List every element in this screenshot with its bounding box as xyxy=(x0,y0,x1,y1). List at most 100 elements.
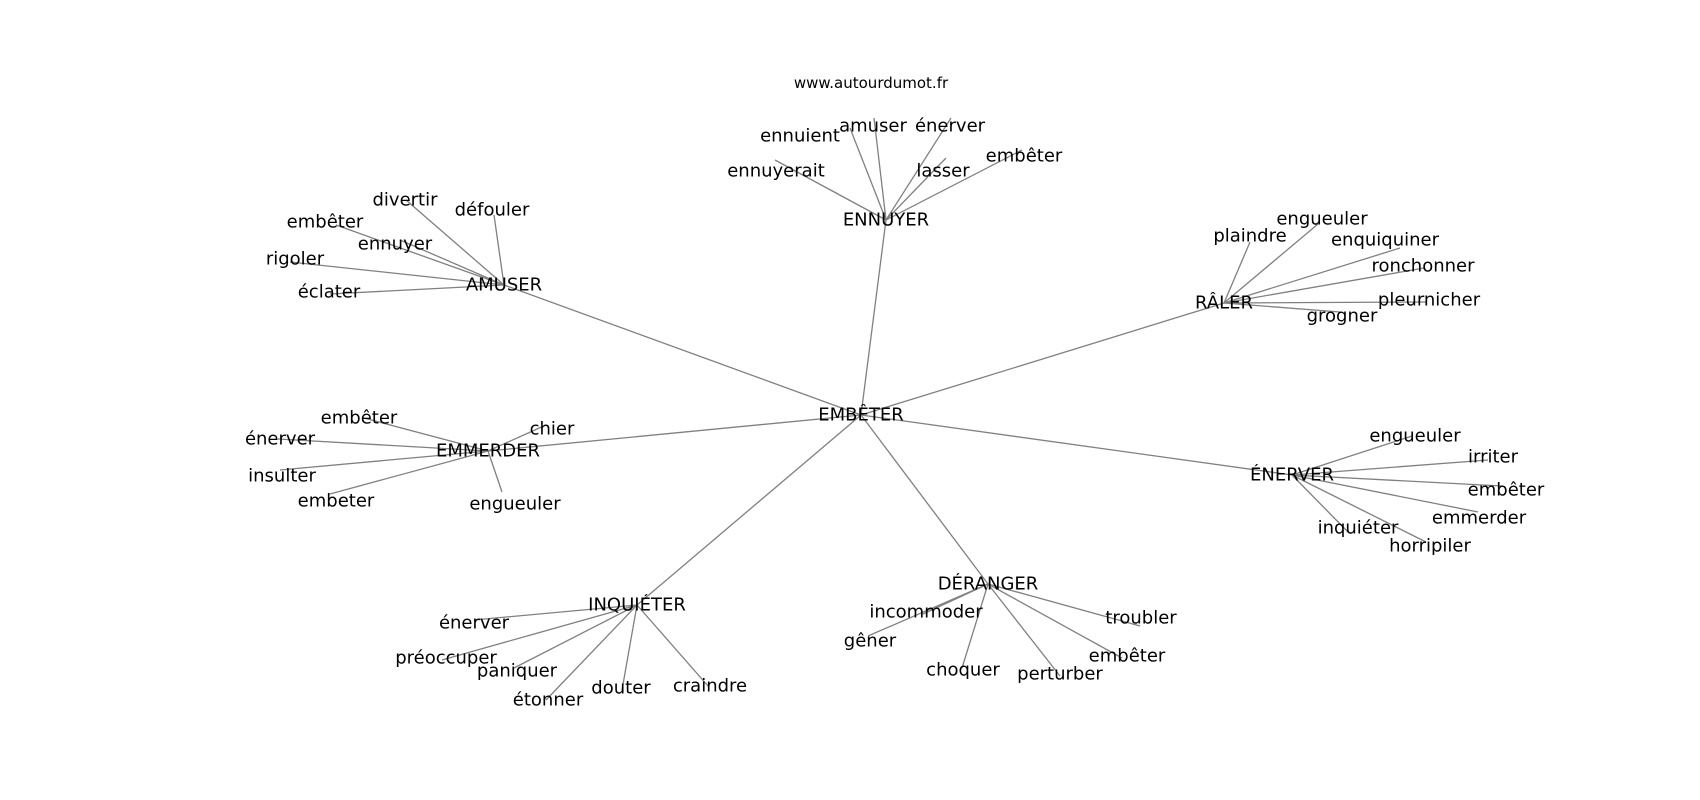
edge-amuser-1 xyxy=(493,214,505,286)
leaf-node-inquieter-3[interactable]: étonner xyxy=(513,690,584,711)
edge-ennuyer-3 xyxy=(774,159,887,221)
center-node[interactable]: EMBÊTER xyxy=(818,404,904,426)
edge-enerver-1 xyxy=(1291,459,1489,476)
edge-center-emmerder xyxy=(487,414,862,452)
edge-deranger-3 xyxy=(987,583,1123,659)
edge-ennuyer-1 xyxy=(873,117,887,221)
hub-node-enerver[interactable]: ÉNERVER xyxy=(1250,464,1334,486)
leaf-node-inquieter-0[interactable]: énerver xyxy=(439,613,510,634)
edge-emmerder-2 xyxy=(277,438,489,452)
leaf-node-ennuyer-0[interactable]: ennuient xyxy=(760,126,840,147)
edge-center-raler xyxy=(860,302,1225,416)
edge-ennuyer-5 xyxy=(885,149,1023,221)
edge-ennuyer-4 xyxy=(885,157,947,221)
hub-node-ennuyer[interactable]: ENNUYER xyxy=(843,210,929,231)
edge-raler-0 xyxy=(1223,223,1319,304)
leaf-node-raler-0[interactable]: engueuler xyxy=(1276,209,1368,230)
edge-center-deranger xyxy=(860,414,989,585)
edge-emmerder-4 xyxy=(329,450,489,495)
leaf-node-raler-2[interactable]: enquiquiner xyxy=(1331,230,1440,251)
leaf-node-raler-1[interactable]: plaindre xyxy=(1213,226,1286,247)
leaf-node-emmerder-4[interactable]: embeter xyxy=(298,491,375,512)
edge-center-inquieter xyxy=(636,414,862,606)
leaf-node-deranger-1[interactable]: gêner xyxy=(844,631,897,652)
edge-deranger-4 xyxy=(961,583,989,669)
edge-enerver-4 xyxy=(1291,474,1349,533)
edge-ennuyer-2 xyxy=(885,117,952,221)
leaf-node-enerver-4[interactable]: inquiéter xyxy=(1318,518,1399,539)
leaf-node-amuser-1[interactable]: défouler xyxy=(455,200,530,221)
edge-inquieter-1 xyxy=(441,604,638,661)
leaf-node-emmerder-1[interactable]: chier xyxy=(530,419,575,440)
edge-deranger-2 xyxy=(987,583,1141,627)
edge-amuser-4 xyxy=(289,261,505,286)
leaf-node-ennuyer-3[interactable]: ennuyerait xyxy=(727,161,825,182)
leaf-node-inquieter-1[interactable]: préoccuper xyxy=(395,648,497,669)
leaf-node-enerver-5[interactable]: horripiler xyxy=(1389,536,1471,557)
edge-raler-2 xyxy=(1223,247,1401,304)
hub-node-raler[interactable]: RÂLER xyxy=(1195,292,1253,314)
edge-inquieter-0 xyxy=(473,604,638,621)
edge-emmerder-0 xyxy=(363,417,489,452)
leaf-node-deranger-4[interactable]: choquer xyxy=(926,660,1000,681)
leaf-node-amuser-3[interactable]: ennuyer xyxy=(358,234,433,255)
leaf-node-raler-3[interactable]: ronchonner xyxy=(1371,256,1475,277)
edge-emmerder-1 xyxy=(487,424,547,452)
leaf-node-amuser-2[interactable]: embêter xyxy=(287,212,364,233)
edge-raler-3 xyxy=(1223,267,1425,304)
edge-ennuyer-0 xyxy=(849,127,887,221)
edge-amuser-3 xyxy=(399,239,505,286)
leaf-node-deranger-2[interactable]: troubler xyxy=(1105,608,1177,629)
leaf-node-inquieter-4[interactable]: douter xyxy=(591,678,651,699)
leaf-node-deranger-5[interactable]: perturber xyxy=(1017,664,1103,685)
edge-inquieter-2 xyxy=(513,604,638,669)
edge-deranger-5 xyxy=(987,583,1061,677)
leaf-node-amuser-0[interactable]: divertir xyxy=(372,190,438,211)
leaf-node-emmerder-3[interactable]: insulter xyxy=(248,466,316,487)
leaf-node-raler-5[interactable]: grogner xyxy=(1307,306,1378,327)
leaf-node-ennuyer-5[interactable]: embêter xyxy=(986,146,1063,167)
edge-enerver-0 xyxy=(1291,435,1413,476)
leaf-node-enerver-2[interactable]: embêter xyxy=(1468,480,1545,501)
leaf-node-emmerder-5[interactable]: engueuler xyxy=(469,494,561,515)
leaf-node-emmerder-0[interactable]: embêter xyxy=(321,408,398,429)
leaf-node-amuser-5[interactable]: éclater xyxy=(298,282,361,303)
edges xyxy=(277,117,1503,701)
leaf-node-raler-4[interactable]: pleurnicher xyxy=(1378,290,1481,311)
edge-raler-4 xyxy=(1223,301,1428,304)
edge-center-enerver xyxy=(860,414,1293,476)
leaf-node-amuser-4[interactable]: rigoler xyxy=(266,249,325,270)
edge-deranger-1 xyxy=(867,583,989,637)
hub-node-amuser[interactable]: AMUSER xyxy=(466,275,542,296)
edge-emmerder-5 xyxy=(487,450,503,493)
leaf-node-enerver-0[interactable]: engueuler xyxy=(1369,426,1461,447)
leaf-node-ennuyer-4[interactable]: lasser xyxy=(916,161,970,182)
edge-inquieter-3 xyxy=(545,604,638,701)
edge-inquieter-5 xyxy=(636,604,709,687)
hub-node-inquieter[interactable]: INQUIÉTER xyxy=(588,594,686,616)
edge-enerver-3 xyxy=(1291,474,1479,513)
leaf-node-enerver-1[interactable]: irriter xyxy=(1468,447,1519,468)
leaf-node-ennuyer-2[interactable]: énerver xyxy=(915,116,986,137)
hub-node-deranger[interactable]: DÉRANGER xyxy=(938,573,1039,595)
edge-amuser-5 xyxy=(329,284,505,295)
edge-enerver-2 xyxy=(1291,474,1503,487)
edge-raler-1 xyxy=(1223,241,1251,304)
leaf-node-enerver-3[interactable]: emmerder xyxy=(1432,508,1527,529)
edge-emmerder-3 xyxy=(279,450,489,471)
hub-node-emmerder[interactable]: EMMERDER xyxy=(436,441,540,462)
leaf-node-ennuyer-1[interactable]: amuser xyxy=(839,116,907,137)
leaf-node-inquieter-5[interactable]: craindre xyxy=(673,676,747,697)
edge-center-ennuyer xyxy=(860,219,887,416)
leaf-node-deranger-3[interactable]: embêter xyxy=(1089,646,1166,667)
edge-center-amuser xyxy=(503,284,862,416)
edge-amuser-2 xyxy=(335,224,505,286)
leaf-node-inquieter-2[interactable]: paniquer xyxy=(477,661,558,682)
leaf-node-emmerder-2[interactable]: énerver xyxy=(245,429,316,450)
edge-raler-5 xyxy=(1223,302,1341,313)
leaf-node-deranger-0[interactable]: incommoder xyxy=(869,602,983,623)
edge-amuser-0 xyxy=(405,199,505,286)
edge-enerver-5 xyxy=(1291,474,1427,543)
source-url[interactable]: www.autourdumot.fr xyxy=(794,74,949,92)
